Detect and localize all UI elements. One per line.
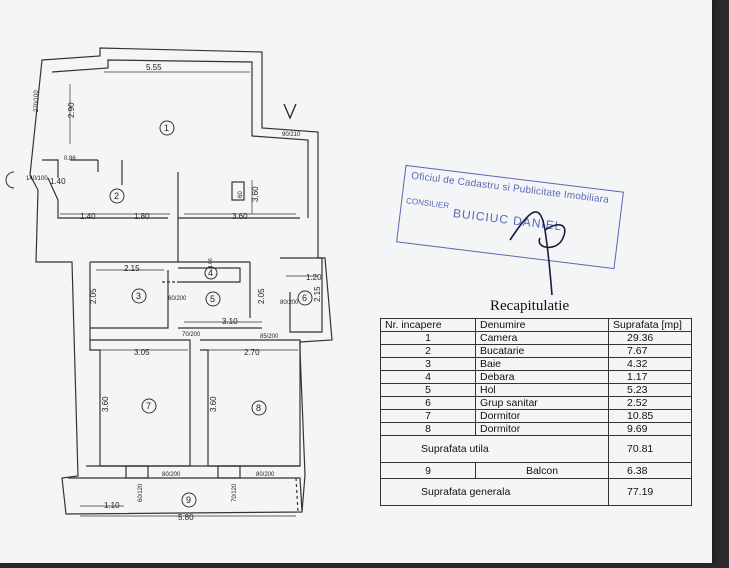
cell-name: Hol [475,383,609,397]
cell-area: 9.69 [608,422,692,436]
dim-wc-h: 2.15 [313,286,322,302]
room-number-2: 2 [114,191,119,201]
dim-kitchen-window: 140/100 [26,176,48,182]
cell-nr: 2 [380,344,476,358]
room-number-3: 3 [136,291,141,301]
cell-area: 29.36 [608,331,692,345]
dim-balc-w: 5.80 [178,513,194,522]
dim-hall-w2: 3.10 [222,317,238,326]
cell-name: Balcon [475,462,609,479]
dim-closet-mark: 1.66 [208,258,214,268]
recap-table: Nr. incapere Denumire Suprafata [mp] 1 C… [380,318,692,506]
cell-area: 1.17 [608,370,692,384]
dim-room7-h: 3.60 [101,396,110,412]
floor-plan-drawing: 1 2 3 4 5 6 7 8 9 5.55 2.90 270/100 140/… [5,47,333,522]
cell-area: 10.85 [608,409,692,423]
dim-door-80a: 80/200 [162,472,181,478]
cell-nr: 7 [380,409,476,423]
cell-nr: 5 [380,383,476,397]
cell-name: Baie [475,357,609,371]
room-number-8: 8 [256,403,261,413]
cell-name: Bucatarie [475,344,609,358]
cell-name: Debara [475,370,609,384]
table-row: 6 Grup sanitar 2.52 [380,396,692,410]
cell-nr: 9 [380,462,476,479]
utila-row: Suprafata utila 70.81 [380,435,692,463]
dim-bath-h: 2.05 [89,288,98,304]
dim-camera-h: 3.60 [251,186,260,202]
cell-area: 4.32 [608,357,692,371]
dim-left-window: 270/100 [34,90,40,112]
table-row: 4 Debara 1.17 [380,370,692,384]
cell-nr: 8 [380,422,476,436]
dim-hall-w: 3.60 [232,212,248,221]
dim-door-85: 85/200 [260,334,279,340]
cell-name: Dormitor [475,409,609,423]
stamp-role: CONSILIER [405,196,450,211]
dim-kitchen-w2: 1.80 [134,212,150,221]
table-row: 8 Dormitor 9.69 [380,422,692,436]
room-number-7: 7 [146,401,151,411]
dim-top-width: 5.55 [146,63,162,72]
header-nr: Nr. incapere [380,318,476,332]
cell-name: Grup sanitar [475,396,609,410]
cell-area: 2.52 [608,396,692,410]
cell-area: 7.67 [608,344,692,358]
cell-area: 6.38 [608,462,692,479]
table-row: 1 Camera 29.36 [380,331,692,345]
table-row: 5 Hol 5.23 [380,383,692,397]
table-row: 2 Bucatarie 7.67 [380,344,692,358]
room-number-6: 6 [302,293,307,303]
cell-name: Dormitor [475,422,609,436]
dim-small-mark: 0.86 [64,156,76,162]
cell-nr: 1 [380,331,476,345]
dim-room8-h: 3.60 [209,396,218,412]
header-denumire: Denumire [475,318,609,332]
dim-bath-w: 2.15 [124,264,140,273]
header-suprafata: Suprafata [mp] [608,318,692,332]
dim-room7-w: 3.05 [134,348,150,357]
table-row: 7 Dormitor 10.85 [380,409,692,423]
dim-door-70: 70/200 [182,332,201,338]
document-sheet: 1 2 3 4 5 6 7 8 9 5.55 2.90 270/100 140/… [0,0,712,563]
generala-row: Suprafata generala 77.19 [380,478,692,506]
recap-title: Recapitulatie [490,298,570,314]
utila-label: Suprafata utila [380,435,609,463]
dim-win-60: 60/120 [138,483,144,502]
signature [509,211,566,296]
generala-value: 77.19 [608,478,692,506]
dim-balc-w1: 1.10 [104,501,120,510]
dim-wc-w: 1.20 [306,273,322,282]
cell-name: Camera [475,331,609,345]
utila-value: 70.81 [608,435,692,463]
room-number-4: 4 [208,268,213,278]
cell-nr: 3 [380,357,476,371]
room-number-5: 5 [210,294,215,304]
dim-door-80b: 80/200 [256,472,275,478]
room-number-9: 9 [186,495,191,505]
dim-room8-w: 2.70 [244,348,260,357]
balcon-row: 9 Balcon 6.38 [380,462,692,479]
floor-plan: 1 2 3 4 5 6 7 8 9 5.55 2.90 270/100 140/… [5,47,333,522]
dim-niche: 60 [238,191,244,198]
recap-header-row: Nr. incapere Denumire Suprafata [mp] [380,318,692,332]
dim-bath-door: 60/200 [168,296,187,302]
dim-kitchen-height: 1.40 [50,177,66,186]
dim-door-top: 90/210 [282,132,301,138]
dim-win-70: 70/120 [232,483,238,502]
dim-hall-h: 2.05 [257,288,266,304]
generala-label: Suprafata generala [380,478,609,506]
table-row: 3 Baie 4.32 [380,357,692,371]
dim-kitchen-w1: 1.40 [80,212,96,221]
cell-nr: 6 [380,396,476,410]
dim-left-height: 2.90 [67,102,76,118]
dim-hall-door: 80/200 [280,300,299,306]
room-number-1: 1 [164,123,169,133]
cell-area: 5.23 [608,383,692,397]
cell-nr: 4 [380,370,476,384]
